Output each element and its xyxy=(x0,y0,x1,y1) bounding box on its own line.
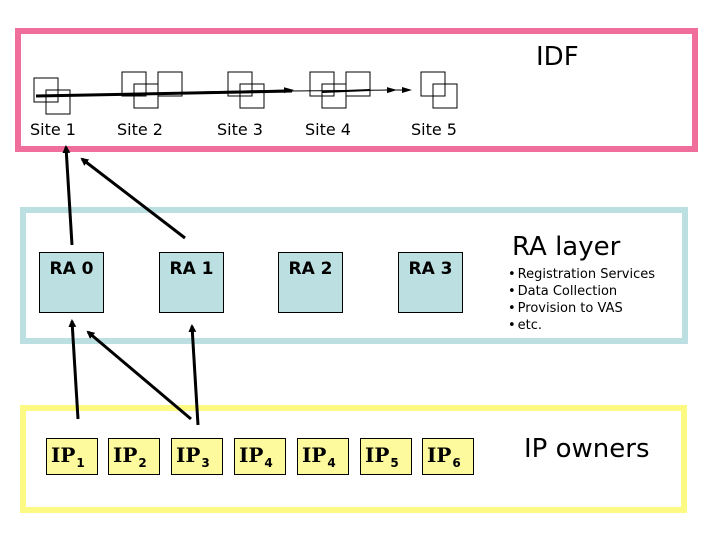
ip-owners-title: IP owners xyxy=(524,434,650,464)
ip-box-4b: IP4 xyxy=(297,438,349,475)
ip-label: IP xyxy=(427,443,452,467)
ip-box-3: IP3 xyxy=(171,438,223,475)
site-label-5: Site 5 xyxy=(411,120,457,139)
ip-label: IP xyxy=(113,443,138,467)
ip-label: IP xyxy=(51,443,76,467)
ip-box-2: IP2 xyxy=(108,438,160,475)
ip-label: IP xyxy=(176,443,201,467)
site-label-4: Site 4 xyxy=(305,120,351,139)
ip-box-6: IP6 xyxy=(422,438,474,475)
site-label-2: Site 2 xyxy=(117,120,163,139)
bullet-item: Data Collection xyxy=(508,283,655,300)
ra-box-2: RA 2 xyxy=(278,252,343,313)
ip-box-5: IP5 xyxy=(360,438,412,475)
bullet-item: etc. xyxy=(508,317,655,334)
ra-layer-bullet-list: Registration Services Data Collection Pr… xyxy=(508,266,655,334)
ip-subscript: 6 xyxy=(452,456,461,470)
ip-subscript: 5 xyxy=(390,456,399,470)
idf-title: IDF xyxy=(536,42,579,72)
ip-label: IP xyxy=(239,443,264,467)
bullet-item: Registration Services xyxy=(508,266,655,283)
ip-box-1: IP1 xyxy=(46,438,98,475)
ra-box-0: RA 0 xyxy=(39,252,104,313)
ip-subscript: 1 xyxy=(76,456,85,470)
ra-box-1: RA 1 xyxy=(159,252,224,313)
ip-label: IP xyxy=(302,443,327,467)
ip-subscript: 3 xyxy=(201,456,210,470)
ip-subscript: 4 xyxy=(264,456,273,470)
ip-box-4: IP4 xyxy=(234,438,286,475)
ra-box-3: RA 3 xyxy=(398,252,463,313)
ip-label: IP xyxy=(365,443,390,467)
bullet-item: Provision to VAS xyxy=(508,300,655,317)
ip-subscript: 2 xyxy=(138,456,147,470)
site-label-1: Site 1 xyxy=(30,120,76,139)
ip-subscript: 4 xyxy=(327,456,336,470)
ra-layer-title: RA layer xyxy=(512,232,621,262)
site-label-3: Site 3 xyxy=(217,120,263,139)
